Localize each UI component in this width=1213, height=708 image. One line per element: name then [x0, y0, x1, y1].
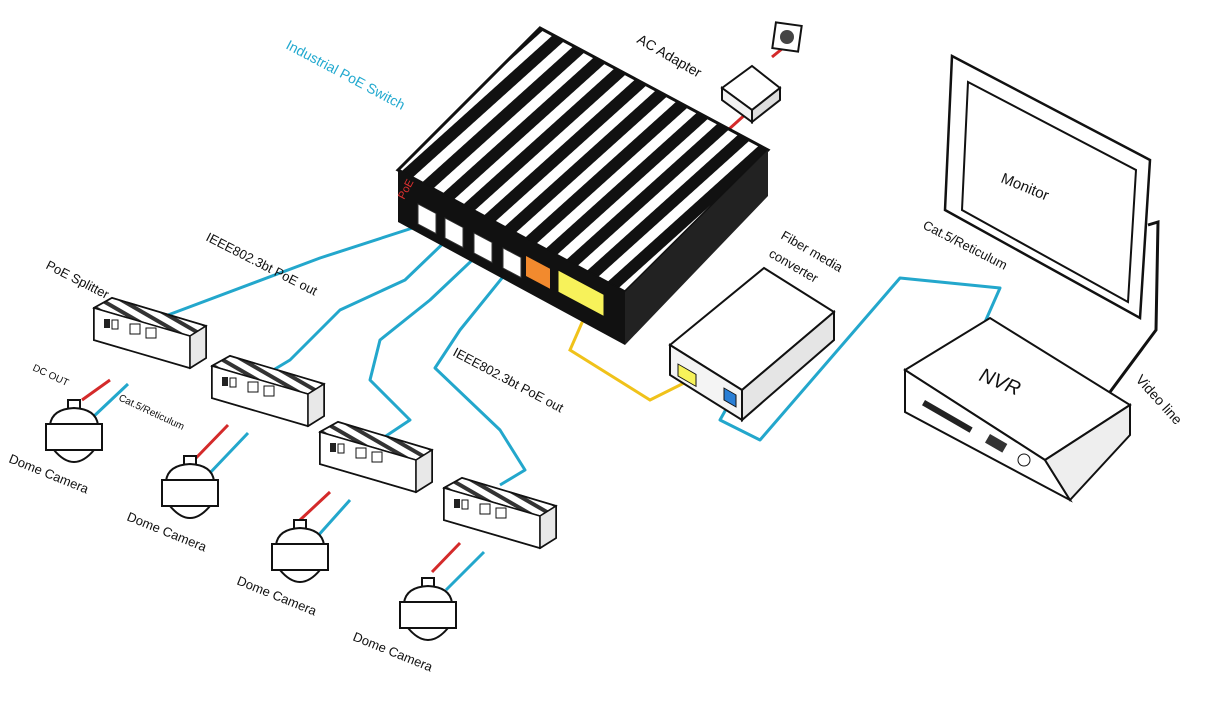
nvr-network-cable [718, 276, 1002, 442]
cables [81, 42, 1160, 592]
poe-switch-icon: PoE [395, 26, 771, 345]
poe-splitter-3 [319, 421, 433, 493]
uplink-cable-1 [159, 221, 429, 320]
poe-splitter-4 [443, 477, 557, 549]
monitor-icon [943, 53, 1152, 321]
fiber-cable [568, 317, 691, 402]
ac-adapter-label: AC Adapter [635, 31, 705, 81]
video-line-label: Video line [1133, 371, 1186, 427]
uplink-cable-2 [264, 230, 457, 377]
dome-camera-3 [271, 519, 329, 583]
uplink-cable-4 [433, 261, 527, 487]
uplink-cable-3 [368, 246, 487, 442]
dome-camera-1 [45, 399, 103, 463]
poe-splitter-2 [211, 355, 325, 427]
ac-adapter-icon [720, 64, 782, 125]
dc-out-label: DC OUT [31, 363, 70, 389]
poe-out-label-mid: IEEE802.3bt PoE out [451, 344, 567, 415]
power-outlet-icon [771, 21, 803, 53]
cat5-label-left: Cat.5/Reticulum [117, 393, 186, 433]
poe-splitter-label: PoE Splitter [44, 257, 113, 302]
dome-camera-2 [161, 455, 219, 519]
nvr-icon [903, 316, 1132, 503]
fiber-converter-icon [668, 266, 836, 423]
video-cable [1108, 219, 1160, 393]
switch-label: Industrial PoE Switch [284, 37, 408, 113]
